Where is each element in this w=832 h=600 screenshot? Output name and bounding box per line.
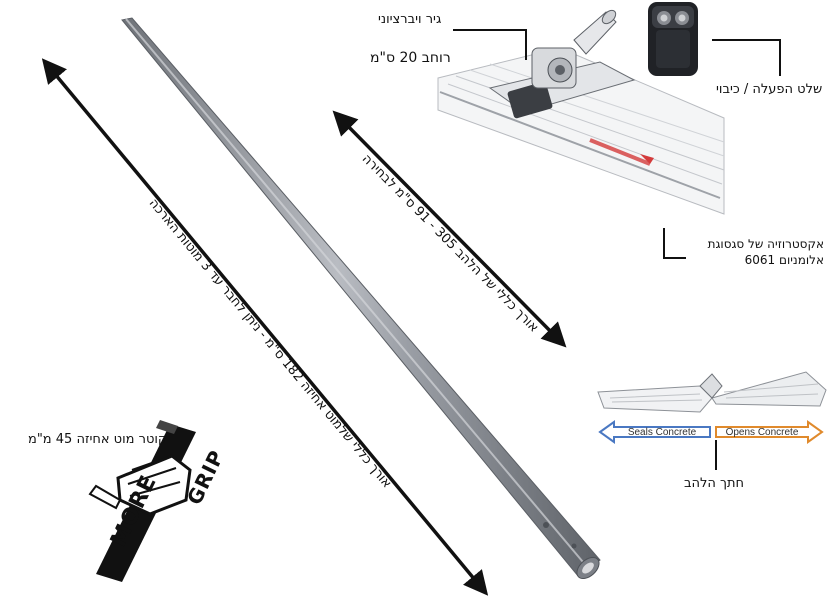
vibrator-gear-label: גיר ויברציוני bbox=[378, 12, 442, 27]
grip-diameter-label: קוטר מוט אחיזה 45 מ"מ bbox=[28, 432, 168, 447]
opens-concrete-arrow bbox=[715, 420, 824, 444]
extrusion-label-line1: אקסטרוזיה של סגסוגת bbox=[707, 237, 824, 251]
extrusion-label: אקסטרוזיה של סגסוגת אלומניום 6061 bbox=[696, 236, 824, 268]
seals-concrete-arrow bbox=[598, 420, 711, 444]
blade-cross-section-illustration bbox=[597, 371, 827, 413]
bull-float-machine-illustration bbox=[437, 9, 725, 215]
blade-section-label: חתך הלהב bbox=[684, 476, 745, 491]
remote-control-icon bbox=[648, 2, 698, 76]
extrusion-label-line2: אלומניום 6061 bbox=[744, 253, 824, 267]
leader-lines bbox=[453, 29, 781, 470]
more-grip-logo bbox=[88, 420, 196, 582]
width-label: רוחב 20 ס"מ bbox=[370, 50, 451, 66]
remote-label: שלט הפעלה / כיבוי bbox=[716, 82, 823, 97]
blade-length-arrow bbox=[332, 110, 567, 348]
seals-concrete-label: Seals Concrete bbox=[627, 427, 697, 438]
opens-concrete-label: Opens Concrete bbox=[725, 427, 799, 438]
handle-length-arrow bbox=[41, 58, 489, 596]
